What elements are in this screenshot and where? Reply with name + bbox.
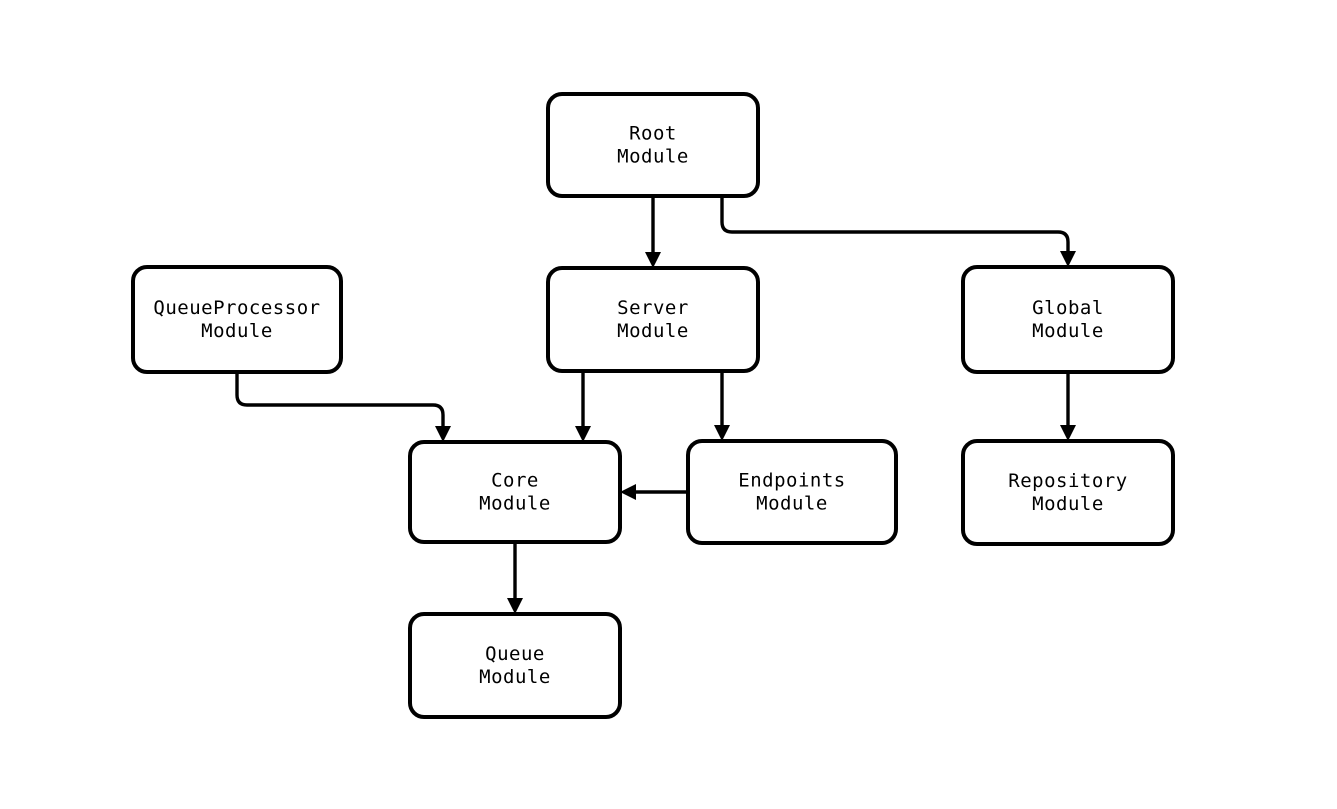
node-box[interactable] [408, 440, 622, 544]
node-label-line2: Module [756, 493, 828, 515]
node-box[interactable] [408, 612, 622, 719]
node-label-line1: Core [491, 470, 539, 492]
arrowhead-icon [620, 484, 636, 500]
arrowhead-icon [507, 598, 523, 614]
node-label-line2: Module [1032, 320, 1104, 342]
node-box[interactable] [546, 92, 760, 198]
node-box[interactable] [546, 266, 760, 373]
arrowhead-icon [1060, 425, 1076, 441]
node-label-line1: Queue [485, 643, 545, 665]
edge-queueprocessor-core [235, 372, 451, 442]
node-label-line1: Global [1032, 297, 1104, 319]
node-label-line2: Module [617, 320, 689, 342]
node-label-line2: Module [479, 666, 551, 688]
edge-line [720, 196, 1070, 251]
edge-root-global [720, 196, 1076, 267]
edge-server-core [575, 371, 591, 442]
edge-line [235, 372, 445, 426]
arrowhead-icon [575, 426, 591, 442]
edge-core-queue [507, 542, 523, 614]
edges-layer [235, 196, 1076, 614]
node-box[interactable] [686, 439, 898, 545]
arrowhead-icon [645, 252, 661, 268]
node-box[interactable] [961, 265, 1175, 374]
node-label-line2: Module [479, 493, 551, 515]
edge-server-endpoints [714, 371, 730, 441]
node-label-line1: Root [629, 123, 677, 145]
edge-global-repository [1060, 372, 1076, 441]
arrowhead-icon [1060, 251, 1076, 267]
node-label-line2: Module [201, 320, 273, 342]
nodes-layer: RootModuleQueueProcessorModuleServerModu… [131, 92, 1175, 719]
node-label-line2: Module [1032, 493, 1104, 515]
node-box[interactable] [131, 265, 343, 374]
edge-endpoints-core [620, 484, 688, 500]
node-box[interactable] [961, 439, 1175, 546]
arrowhead-icon [714, 425, 730, 441]
edge-root-server [645, 196, 661, 268]
node-label-line1: Repository [1008, 470, 1127, 492]
node-label-line2: Module [617, 146, 689, 168]
node-label-line1: Server [617, 297, 689, 319]
arrowhead-icon [435, 426, 451, 442]
node-label-line1: Endpoints [738, 470, 845, 492]
node-label-line1: QueueProcessor [153, 297, 320, 319]
